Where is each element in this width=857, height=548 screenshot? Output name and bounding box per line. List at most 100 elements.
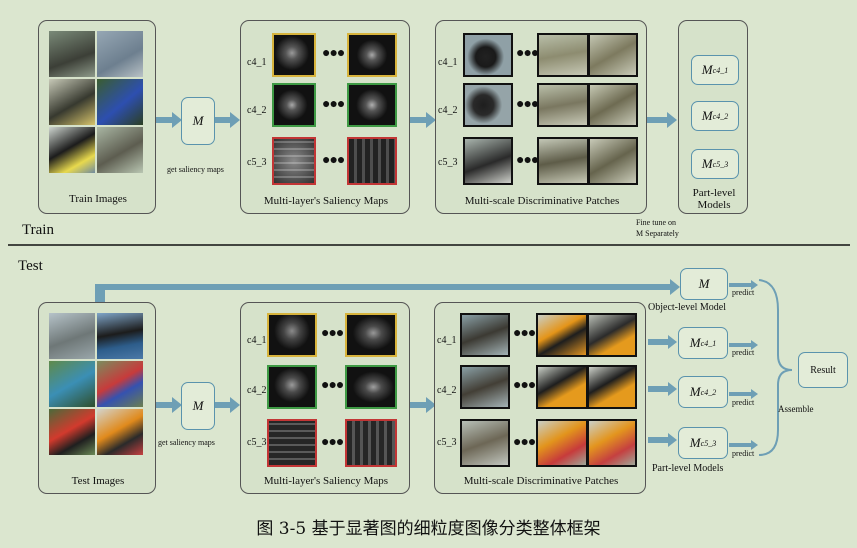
train-saliency-map	[347, 83, 397, 127]
ellipsis-dots: ●●●	[516, 97, 539, 112]
train-section-label: Train	[22, 222, 54, 238]
train-patches-panel: c4_1 c4_2 c5_3 ●●● ●●● ●●● Multi-scale D…	[435, 20, 647, 214]
test-model-m-label: M	[192, 398, 204, 413]
test-row-label-2: c4_2	[247, 385, 267, 396]
train-saliency-map	[272, 137, 316, 185]
train-saliency-map	[272, 83, 316, 127]
train-row-label-1: c4_1	[247, 57, 267, 68]
part-model-main: M	[701, 62, 713, 77]
ellipsis-dots: ●●●	[516, 153, 539, 168]
test-saliency-note: get saliency maps	[158, 438, 215, 447]
train-saliency-map	[272, 33, 316, 77]
train-patch	[537, 137, 589, 185]
train-patch-row-label-3: c5_3	[438, 157, 458, 168]
predict-label: predict	[732, 348, 755, 357]
test-patch	[460, 313, 510, 357]
ellipsis-dots: ●●●	[321, 435, 344, 450]
predict-label: predict	[732, 398, 755, 407]
train-patch	[588, 137, 638, 185]
test-saliency-map	[345, 365, 397, 409]
ellipsis-dots: ●●●	[513, 435, 536, 450]
test-part-model-sub: c4_1	[700, 338, 717, 348]
part-model-sub: c5_3	[712, 159, 729, 169]
test-image-4	[97, 361, 143, 407]
test-patch	[460, 365, 510, 409]
figure-caption: 图 3-5 基于显著图的细粒度图像分类整体框架	[256, 519, 601, 539]
train-image-4	[97, 79, 143, 125]
test-part-model-sub: c4_2	[700, 387, 717, 397]
train-images-panel: Train Images	[38, 20, 156, 214]
train-image-5	[49, 127, 95, 173]
train-patch-row-label-1: c4_1	[438, 57, 458, 68]
train-patch	[463, 137, 513, 185]
test-patch-row-label-3: c5_3	[437, 437, 457, 448]
train-patch	[537, 83, 589, 127]
test-images-panel: Test Images	[38, 302, 156, 494]
predict-label: predict	[732, 288, 755, 297]
ellipsis-dots: ●●●	[322, 97, 345, 112]
assemble-label: Assemble	[778, 404, 814, 414]
train-image-6	[97, 127, 143, 173]
part-model-main: M	[701, 108, 713, 123]
finetune-note-line1: Fine tune on	[636, 218, 676, 227]
train-arrows	[156, 112, 677, 128]
part-model-sub: c4_1	[712, 65, 729, 75]
test-section-label: Test	[18, 258, 43, 274]
test-image-5	[49, 409, 95, 455]
test-part-model-main: M	[689, 435, 701, 450]
test-arrows	[95, 279, 758, 450]
test-image-6	[97, 409, 143, 455]
part-model-sub: c4_2	[712, 111, 729, 121]
test-patch	[587, 419, 637, 467]
train-patches-caption: Multi-scale Discriminative Patches	[464, 195, 620, 207]
test-patch	[587, 313, 637, 357]
train-images-caption: Train Images	[69, 193, 127, 205]
test-patch-row-label-2: c4_2	[437, 385, 457, 396]
test-row-label-1: c4_1	[247, 335, 267, 346]
train-model-m-label: M	[192, 113, 204, 128]
test-part-model-sub: c5_3	[700, 438, 717, 448]
train-patch	[463, 33, 513, 77]
ellipsis-dots: ●●●	[321, 378, 344, 393]
part-models-caption-line1: Part-level	[692, 187, 736, 199]
train-patch	[588, 83, 638, 127]
test-part-model-main: M	[689, 384, 701, 399]
test-patch	[460, 419, 510, 467]
test-row-label-3: c5_3	[247, 437, 267, 448]
test-model-m-box: M	[181, 382, 215, 430]
test-images-caption: Test Images	[71, 475, 125, 487]
train-row-label-2: c4_2	[247, 105, 267, 116]
train-row-label-3: c5_3	[247, 157, 267, 168]
test-image-2	[97, 313, 143, 359]
test-saliency-caption: Multi-layer's Saliency Maps	[263, 475, 389, 487]
object-level-model-label: M	[698, 276, 710, 291]
test-saliency-map	[267, 313, 317, 357]
test-saliency-map	[345, 419, 397, 467]
test-patch-row-label-1: c4_1	[437, 335, 457, 346]
train-saliency-map	[347, 137, 397, 185]
finetune-note-line2: M Separately	[636, 229, 679, 238]
part-model-main: M	[701, 156, 713, 171]
ellipsis-dots: ●●●	[322, 46, 345, 61]
test-saliency-map	[267, 419, 317, 467]
train-image-3	[49, 79, 95, 125]
test-patch	[536, 419, 588, 467]
ellipsis-dots: ●●●	[513, 378, 536, 393]
train-image-1	[49, 31, 95, 77]
test-patch	[536, 365, 588, 409]
ellipsis-dots: ●●●	[322, 153, 345, 168]
test-saliency-panel: c4_1 c4_2 c5_3 ●●● ●●● ●●● Multi-layer's…	[240, 302, 410, 494]
part-models-caption-line2: Models	[697, 199, 731, 211]
test-patch	[536, 313, 588, 357]
test-patches-caption: Multi-scale Discriminative Patches	[463, 475, 619, 487]
test-part-model-main: M	[689, 335, 701, 350]
test-patch	[587, 365, 637, 409]
train-image-2	[97, 31, 143, 77]
predict-label: predict	[732, 449, 755, 458]
result-box: Result	[798, 352, 848, 388]
